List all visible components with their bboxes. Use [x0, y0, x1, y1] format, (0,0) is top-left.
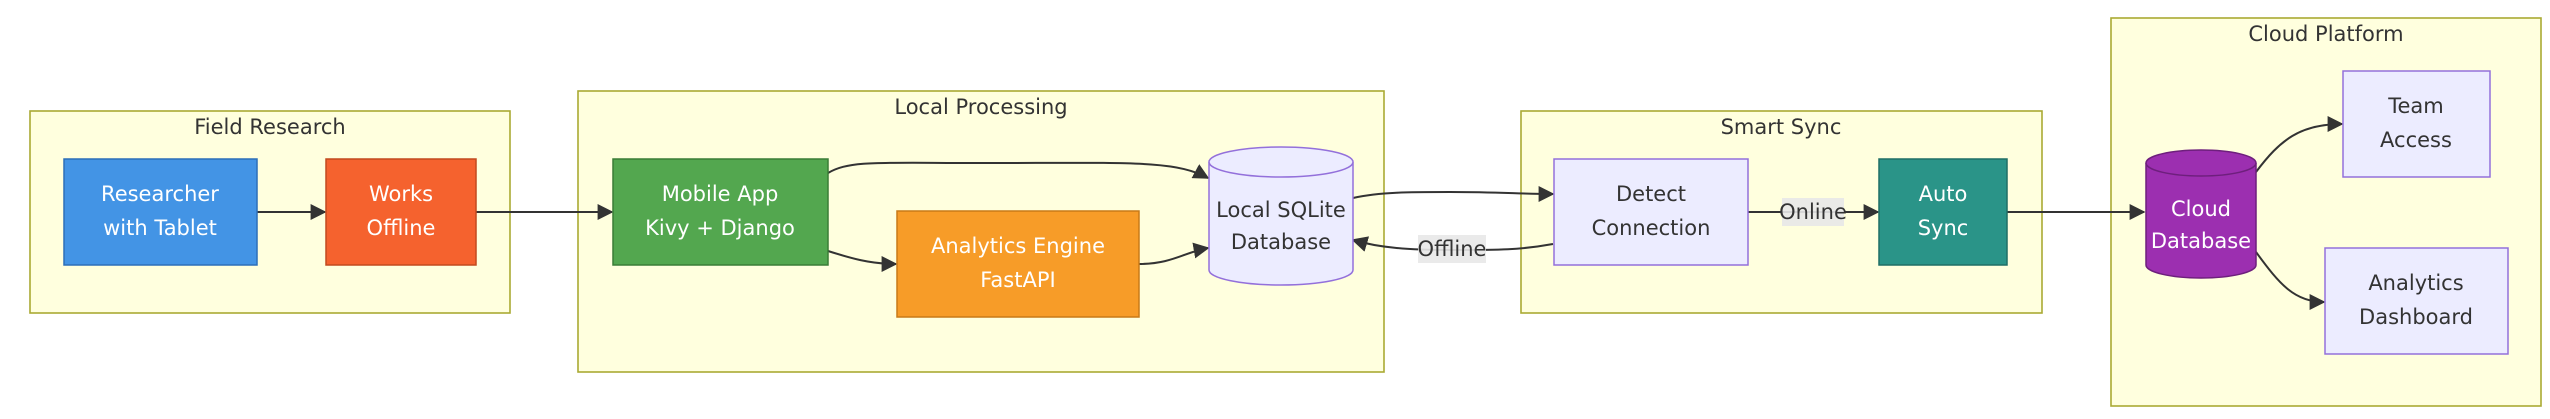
node-sqlite-line1: Local SQLite [1216, 198, 1346, 222]
edge-label-offline: Offline [1418, 235, 1487, 263]
node-mobile-line2: Kivy + Django [645, 216, 795, 240]
node-auto-sync: Auto Sync [1878, 158, 2008, 266]
node-autosync-line2: Sync [1918, 216, 1969, 240]
node-analytics-dashboard: Analytics Dashboard [2324, 247, 2509, 355]
edge-analytics-to-sqlite [1138, 242, 1210, 265]
node-researcher-line2: with Tablet [103, 216, 217, 240]
cluster-title-smart-sync: Smart Sync [1721, 115, 1842, 139]
node-team-access: Team Access [2342, 70, 2491, 178]
node-analytics-line1: Analytics Engine [931, 234, 1105, 258]
node-researcher-with-tablet: Researcher with Tablet [63, 158, 258, 266]
node-sqlite-line2: Database [1231, 230, 1331, 254]
node-detect-line1: Detect [1616, 182, 1686, 206]
node-clouddb-line1: Cloud [2171, 197, 2231, 221]
node-cloud-database: Cloud Database [2145, 149, 2257, 279]
node-works-offline: Works Offline [325, 158, 477, 266]
edge-label-online: Online [1779, 198, 1847, 226]
node-detect-connection: Detect Connection [1553, 158, 1749, 266]
node-local-sqlite-database: Local SQLite Database [1208, 146, 1354, 286]
node-mobile-line1: Mobile App [662, 182, 779, 206]
node-team-line1: Team [2387, 94, 2444, 118]
edge-clouddb-to-team [2255, 116, 2344, 173]
edge-mobile-to-sqlite [827, 161, 1210, 179]
cluster-title-local-processing: Local Processing [894, 95, 1067, 119]
node-offline-line1: Works [369, 182, 433, 206]
node-autosync-line1: Auto [1919, 182, 1968, 206]
node-mobile-app: Mobile App Kivy + Django [612, 158, 829, 266]
cluster-title-field-research: Field Research [194, 115, 345, 139]
node-analytics-engine: Analytics Engine FastAPI [896, 210, 1140, 318]
node-analytics-line2: FastAPI [980, 268, 1055, 292]
edge-clouddb-to-dashboard [2255, 251, 2326, 310]
edge-label-online-text: Online [1779, 200, 1847, 224]
node-detect-line2: Connection [1592, 216, 1711, 240]
node-dashboard-line1: Analytics [2368, 271, 2463, 295]
node-offline-line2: Offline [367, 216, 436, 240]
edge-mobile-to-analytics [827, 250, 898, 272]
edge-label-offline-text: Offline [1418, 237, 1487, 261]
cluster-title-cloud-platform: Cloud Platform [2248, 22, 2403, 46]
node-dashboard-line2: Dashboard [2359, 305, 2473, 329]
node-team-line2: Access [2380, 128, 2452, 152]
edge-sqlite-to-detect [1352, 185, 1555, 202]
node-researcher-line1: Researcher [101, 182, 219, 206]
node-clouddb-line2: Database [2151, 229, 2251, 253]
